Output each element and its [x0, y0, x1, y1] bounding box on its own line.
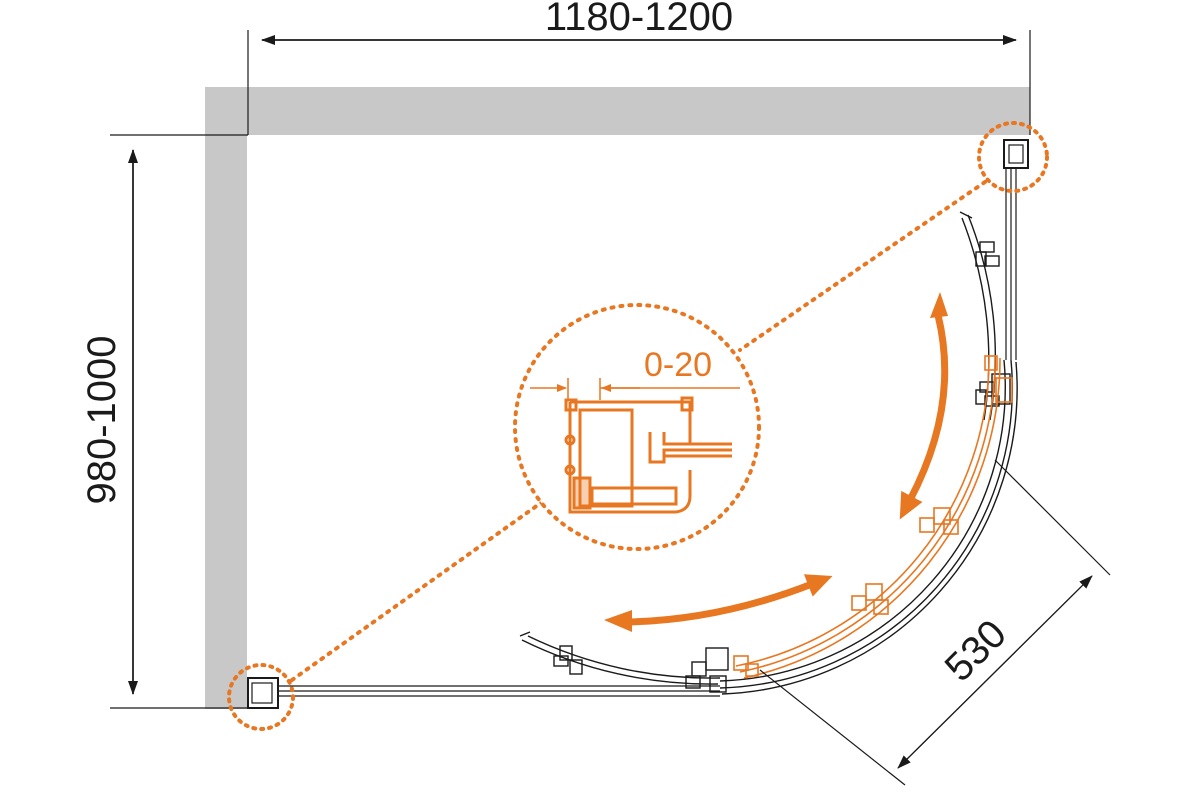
width-label: 1180-1200 [545, 0, 733, 39]
walls [205, 87, 1030, 709]
fixed-panel-right [1003, 139, 1029, 360]
width-dimension: 1180-1200 [247, 0, 1031, 135]
side-wall [205, 87, 247, 709]
adjust-dimension [530, 378, 740, 400]
profile-detail [564, 396, 732, 514]
wall-profile-top [1003, 139, 1029, 169]
callout-leader-lines [290, 180, 987, 682]
door-open-right [959, 211, 1011, 421]
callout-bottom-left [227, 663, 295, 731]
detail-callout-icon [513, 303, 761, 551]
door-width-label: 530 [937, 612, 1015, 690]
door-width-dimension [759, 459, 1111, 786]
curved-frame [719, 359, 1018, 695]
fixed-panel-bottom [247, 677, 720, 709]
slide-arrow-horizontal [604, 574, 833, 632]
back-wall [205, 87, 1030, 135]
callout-top-right [977, 121, 1049, 193]
adjust-label: 0-20 [644, 346, 712, 384]
slide-arrow-vertical [899, 292, 949, 520]
door-closed-position [733, 354, 1013, 679]
depth-label: 980-1000 [80, 335, 124, 504]
depth-dimension: 980-1000 [80, 134, 248, 709]
detail-magnifier: 0-20 [513, 303, 761, 551]
door-open-bottom [519, 631, 729, 693]
